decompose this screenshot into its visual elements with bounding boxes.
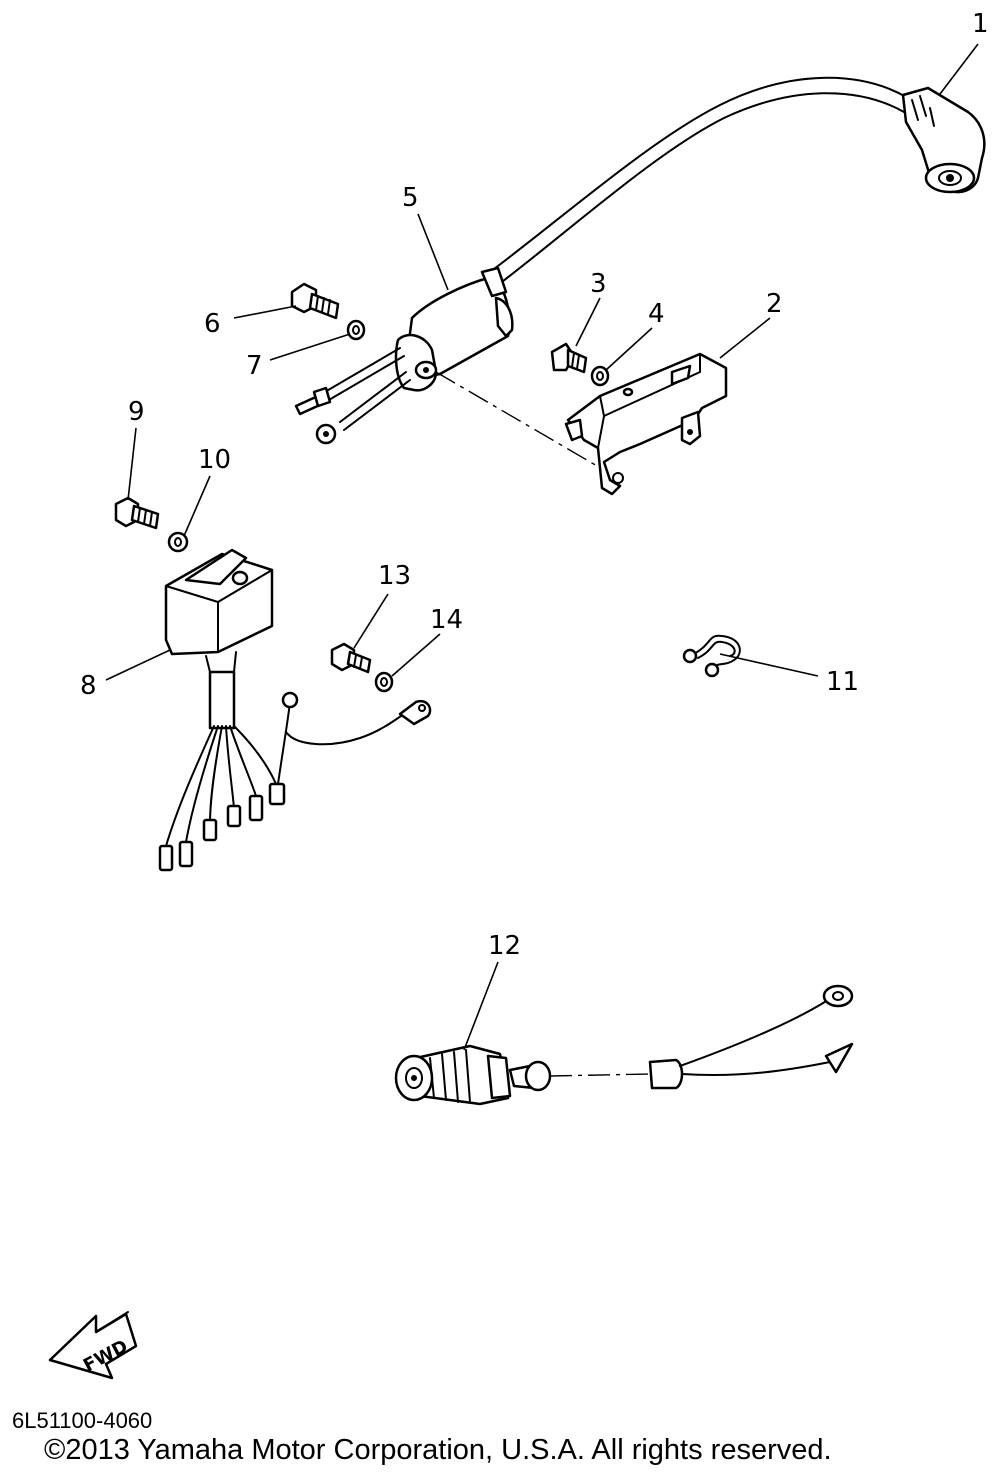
washer-7: [346, 319, 366, 341]
callout-8: 8: [80, 671, 97, 701]
callout-11: 11: [826, 667, 859, 697]
washer-4: [590, 365, 610, 387]
callout-12: 12: [488, 931, 521, 961]
leader-lines: [105, 43, 979, 1051]
callout-4: 4: [648, 299, 665, 329]
washer-14: [374, 671, 394, 693]
callout-9: 9: [128, 397, 145, 427]
washer-10: [167, 531, 189, 553]
ignition-coil-assembly: [294, 76, 986, 471]
copyright-notice: ©2013 Yamaha Motor Corporation, U.S.A. A…: [44, 1434, 832, 1466]
cdi-unit: [158, 548, 432, 872]
bolt-3: [550, 342, 588, 374]
coil-bracket: [564, 352, 728, 496]
callout-1: 1: [972, 9, 989, 39]
callout-10: 10: [198, 445, 231, 475]
bolt-6: [290, 282, 340, 320]
spark-plug-cap: [901, 86, 986, 194]
callout-7: 7: [246, 351, 263, 381]
callout-3: 3: [590, 269, 607, 299]
callout-14: 14: [430, 605, 463, 635]
wire-clip: [682, 634, 741, 678]
callout-numbers: 1 2 3 4 5 6 7 8 9 10 11 12 13 14: [80, 9, 989, 961]
ignition-coil: [394, 266, 514, 392]
callout-2: 2: [766, 289, 783, 319]
bolt-13: [330, 642, 372, 674]
callout-6: 6: [204, 309, 221, 339]
callout-5: 5: [402, 183, 419, 213]
bolt-9: [114, 496, 160, 530]
callout-13: 13: [378, 561, 411, 591]
document-code: 6L51100-4060: [12, 1408, 153, 1433]
forward-direction-arrow: FWD: [48, 1311, 138, 1380]
thermo-switch: [394, 984, 854, 1106]
